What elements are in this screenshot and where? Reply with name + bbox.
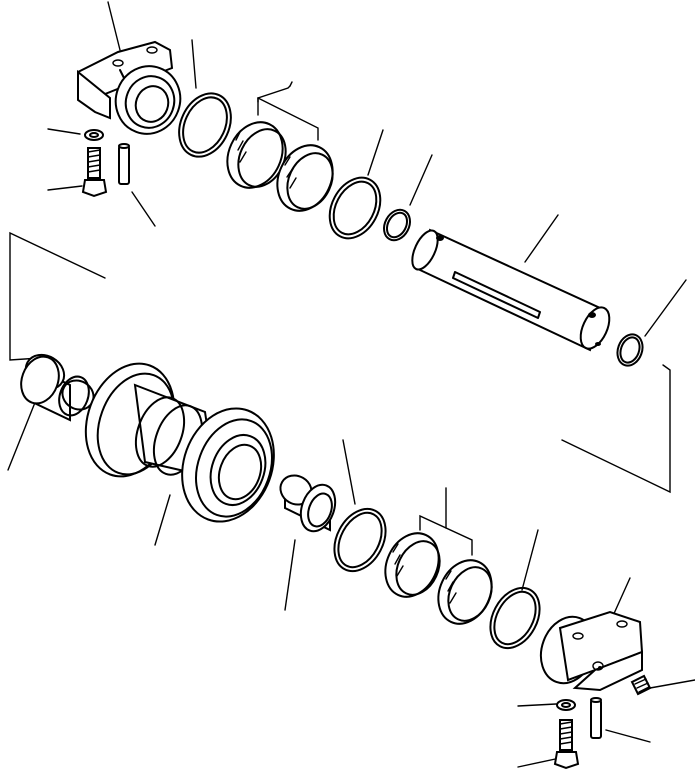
lower-seal-pair: [384, 532, 493, 625]
upper-o-ring-small: [383, 208, 411, 242]
left-bushing: [20, 353, 95, 422]
plug: [630, 674, 652, 696]
washer: [84, 129, 576, 711]
shaft-end-o-ring: [616, 333, 644, 367]
bolt: [81, 147, 580, 770]
lower-o-ring-left: [333, 507, 387, 573]
shaft: [411, 228, 611, 352]
lower-bracket: [539, 610, 644, 692]
right-bushing: [279, 474, 337, 533]
roller-body: [84, 362, 275, 523]
lower-o-ring-right: [489, 586, 541, 650]
leader-lines: [7, 1, 695, 768]
upper-o-ring-large: [178, 92, 232, 158]
dowel-pin: [118, 143, 602, 739]
upper-seal-pair: [226, 121, 334, 212]
upper-bracket: [77, 40, 182, 135]
upper-o-ring-medium: [328, 176, 382, 240]
